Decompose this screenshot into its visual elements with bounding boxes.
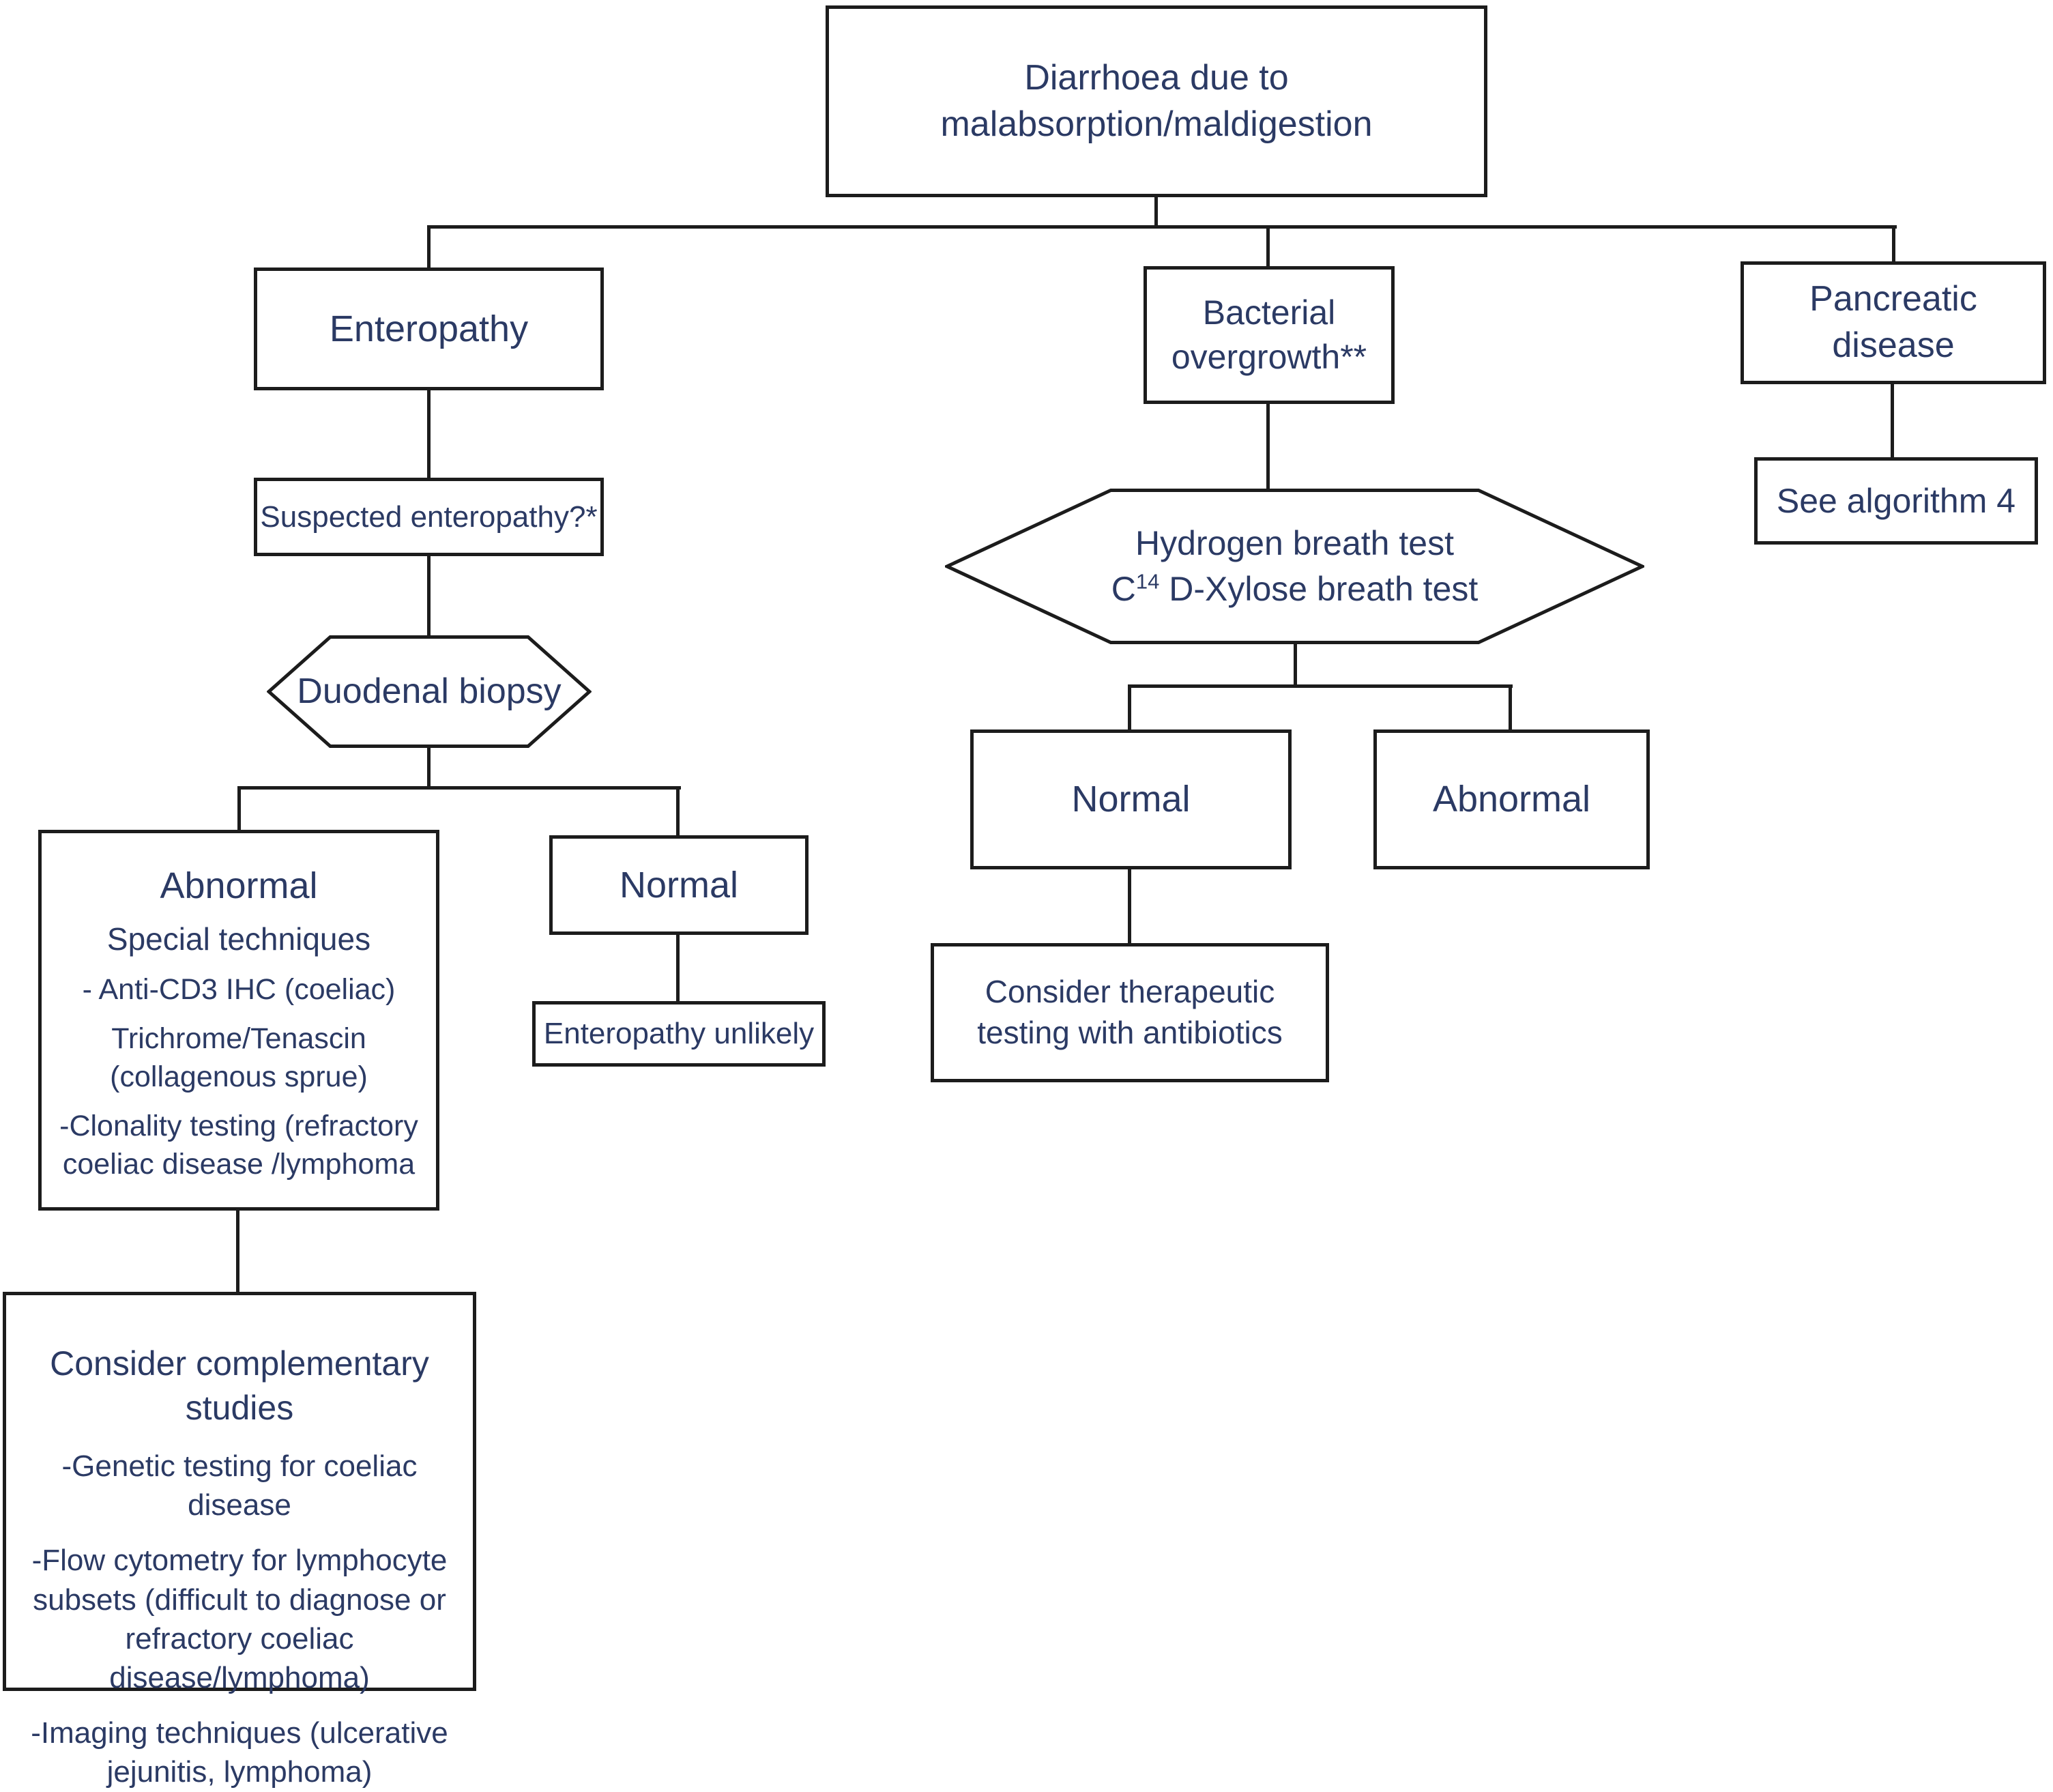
abnormal-title: Abnormal — [160, 865, 318, 906]
connector-biopsy-horizontal — [237, 786, 681, 790]
duodenal-biopsy-hexagon-shape — [267, 635, 592, 748]
node-enteropathy-unlikely-label: Enteropathy unlikely — [543, 1017, 815, 1051]
connector-drop-bacterial — [1266, 227, 1270, 266]
connector-biopsy-stem — [427, 747, 431, 788]
node-see-algorithm-4: See algorithm 4 — [1754, 457, 2038, 545]
node-pancreatic-disease-label: Pancreatic disease — [1809, 279, 1977, 365]
connector-drop-enteropathy — [427, 227, 431, 268]
node-enteropathy: Enteropathy — [254, 268, 604, 390]
abnormal-subtitle: Special techniques — [106, 921, 371, 957]
node-therapeutic-antibiotics-label: Consider therapeutic testing with antibi… — [977, 974, 1283, 1050]
connector-breathtest-stem — [1294, 644, 1297, 686]
breath-test-hexagon-shape — [945, 489, 1644, 644]
connector-top-horizontal — [427, 225, 1897, 229]
connector-normal-antibiotics — [1128, 868, 1131, 944]
node-abnormal-breathtest: Abnormal — [1373, 729, 1650, 869]
node-see-algorithm-4-label: See algorithm 4 — [1776, 481, 2016, 520]
breath-test-line1: Hydrogen breath test — [1135, 523, 1454, 562]
node-suspected-enteropathy-label: Suspected enteropathy?* — [260, 500, 598, 534]
root-line1: Diarrhoea due to — [1024, 57, 1289, 98]
node-normal-breathtest-label: Normal — [1071, 779, 1191, 820]
node-pancreatic-disease: Pancreatic disease — [1741, 261, 2046, 384]
node-abnormal-breathtest-label: Abnormal — [1432, 779, 1591, 820]
node-therapeutic-antibiotics: Consider therapeutic testing with antibi… — [931, 943, 1329, 1082]
node-enteropathy-label: Enteropathy — [329, 308, 529, 349]
complementary-item: -Genetic testing for coeliac disease — [61, 1449, 418, 1522]
node-root: Diarrhoea due to malabsorption/maldigest… — [826, 5, 1487, 197]
breath-test-line2-superscript: 14 — [1135, 569, 1160, 594]
node-complementary-studies: Consider complementary studies -Genetic … — [3, 1292, 476, 1789]
connector-root-stem — [1154, 197, 1158, 227]
abnormal-item: - Anti-CD3 IHC (coeliac) — [82, 972, 396, 1006]
complementary-title: Consider complementary studies — [50, 1344, 429, 1427]
connector-suspected-biopsy — [427, 555, 431, 637]
breath-test-line2-prefix: C — [1111, 570, 1136, 608]
connector-enteropathy-suspected — [427, 389, 431, 479]
connector-drop-normal-mid — [1128, 686, 1131, 730]
connector-breathtest-horizontal — [1128, 684, 1513, 688]
node-normal-breathtest: Normal — [970, 729, 1292, 869]
node-breath-test: Hydrogen breath test C14 D-Xylose breath… — [945, 488, 1644, 645]
breath-test-line2: C14 D-Xylose breath test — [1111, 566, 1478, 613]
breath-test-line2-rest: D-Xylose breath test — [1159, 570, 1479, 608]
node-breath-test-label: Hydrogen breath test C14 D-Xylose breath… — [945, 488, 1644, 645]
complementary-item: -Flow cytometry for lymphocyte subsets (… — [31, 1544, 448, 1694]
connector-drop-normal-left — [676, 787, 680, 835]
node-duodenal-biopsy: Duodenal biopsy — [267, 635, 592, 749]
node-root-label: Diarrhoea due to malabsorption/maldigest… — [940, 55, 1372, 147]
connector-bacterial-breathtest — [1266, 403, 1270, 489]
node-abnormal-biopsy: Abnormal Special techniques - Anti-CD3 I… — [38, 830, 439, 1211]
connector-drop-pancreatic — [1892, 227, 1895, 261]
node-normal-biopsy: Normal — [549, 835, 809, 935]
flowchart-diarrhoea-malabsorption: Diarrhoea due to malabsorption/maldigest… — [3, 5, 2046, 1789]
node-suspected-enteropathy: Suspected enteropathy?* — [254, 478, 604, 556]
node-bacterial-overgrowth-label: Bacterial overgrowth** — [1171, 293, 1367, 376]
connector-drop-abnormal-mid — [1509, 686, 1512, 730]
node-enteropathy-unlikely: Enteropathy unlikely — [532, 1001, 826, 1067]
node-bacterial-overgrowth: Bacterial overgrowth** — [1144, 266, 1395, 404]
connector-pancreatic-algorithm — [1891, 383, 1894, 458]
abnormal-item: Trichrome/Tenascin (collagenous sprue) — [110, 1022, 368, 1093]
connector-normal-unlikely — [676, 934, 680, 1002]
connector-drop-abnormal-left — [237, 787, 241, 830]
root-line2: malabsorption/maldigestion — [940, 104, 1373, 144]
complementary-item: -Imaging techniques (ulcerative jejuniti… — [31, 1716, 448, 1789]
connector-abnormal-complementary — [236, 1209, 239, 1292]
node-normal-biopsy-label: Normal — [619, 864, 739, 906]
abnormal-item: -Clonality testing (refractory coeliac d… — [59, 1109, 418, 1181]
node-duodenal-biopsy-label: Duodenal biopsy — [297, 671, 562, 712]
